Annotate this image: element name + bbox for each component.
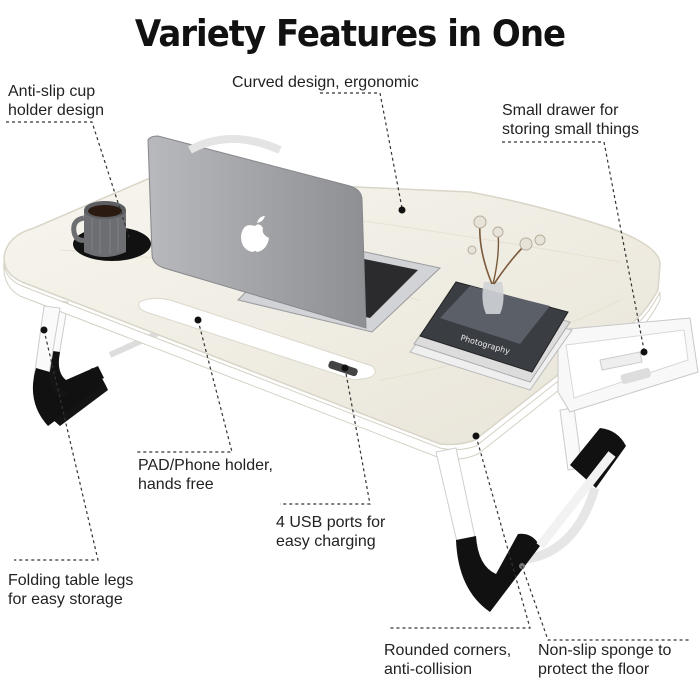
callout-legs: Folding table legs for easy storage xyxy=(8,571,133,609)
foam-grip-back-right xyxy=(570,428,626,488)
callout-cup-holder-line2: holder design xyxy=(8,102,105,119)
flower-vase xyxy=(467,215,546,314)
book-stack: Photography xyxy=(409,281,573,391)
callout-cup-holder: Anti-slip cup holder design xyxy=(8,82,104,120)
callout-corners-line2: anti-collision xyxy=(384,661,473,678)
callout-cup-holder-line1: Anti-slip cup xyxy=(8,83,96,100)
foam-grip-front-right xyxy=(456,533,540,612)
callout-legs-line1: Folding table legs xyxy=(8,572,134,589)
page-title: Variety Features in One xyxy=(134,12,566,56)
coffee-mug xyxy=(71,201,126,257)
drawer xyxy=(557,317,699,413)
callout-sponge-line1: Non-slip sponge to xyxy=(538,642,672,659)
front-leg-right xyxy=(435,447,616,612)
back-leg-right xyxy=(519,407,626,565)
callout-usb: 4 USB ports for easy charging xyxy=(276,513,385,551)
cup-holder xyxy=(71,201,151,261)
apple-logo-icon xyxy=(241,216,269,252)
callout-dots xyxy=(40,206,648,440)
callout-pad-holder-line2: hands free xyxy=(138,476,214,493)
callout-corners: Rounded corners, anti-collision xyxy=(384,641,511,679)
foam-grip-front-left xyxy=(32,368,104,426)
laptop xyxy=(147,135,442,333)
callout-sponge: Non-slip sponge to protect the floor xyxy=(538,641,671,679)
callout-pad-holder-line1: PAD/Phone holder, xyxy=(138,457,273,474)
callout-lines xyxy=(6,92,690,641)
callout-usb-line1: 4 USB ports for xyxy=(276,514,386,531)
callout-drawer-line1: Small drawer for xyxy=(502,102,619,119)
callout-legs-line2: for easy storage xyxy=(8,591,123,608)
callout-curved: Curved design, ergonomic xyxy=(232,73,419,92)
callout-usb-line2: easy charging xyxy=(276,533,376,550)
foam-grip-back-left xyxy=(44,350,104,398)
callout-curved-line1: Curved design, ergonomic xyxy=(232,74,419,91)
callout-corners-line1: Rounded corners, xyxy=(384,642,512,659)
callout-drawer-line2: storing small things xyxy=(502,121,639,138)
callout-drawer: Small drawer for storing small things xyxy=(502,101,639,139)
callout-sponge-line2: protect the floor xyxy=(538,661,650,678)
callout-pad-holder: PAD/Phone holder, hands free xyxy=(138,456,273,494)
